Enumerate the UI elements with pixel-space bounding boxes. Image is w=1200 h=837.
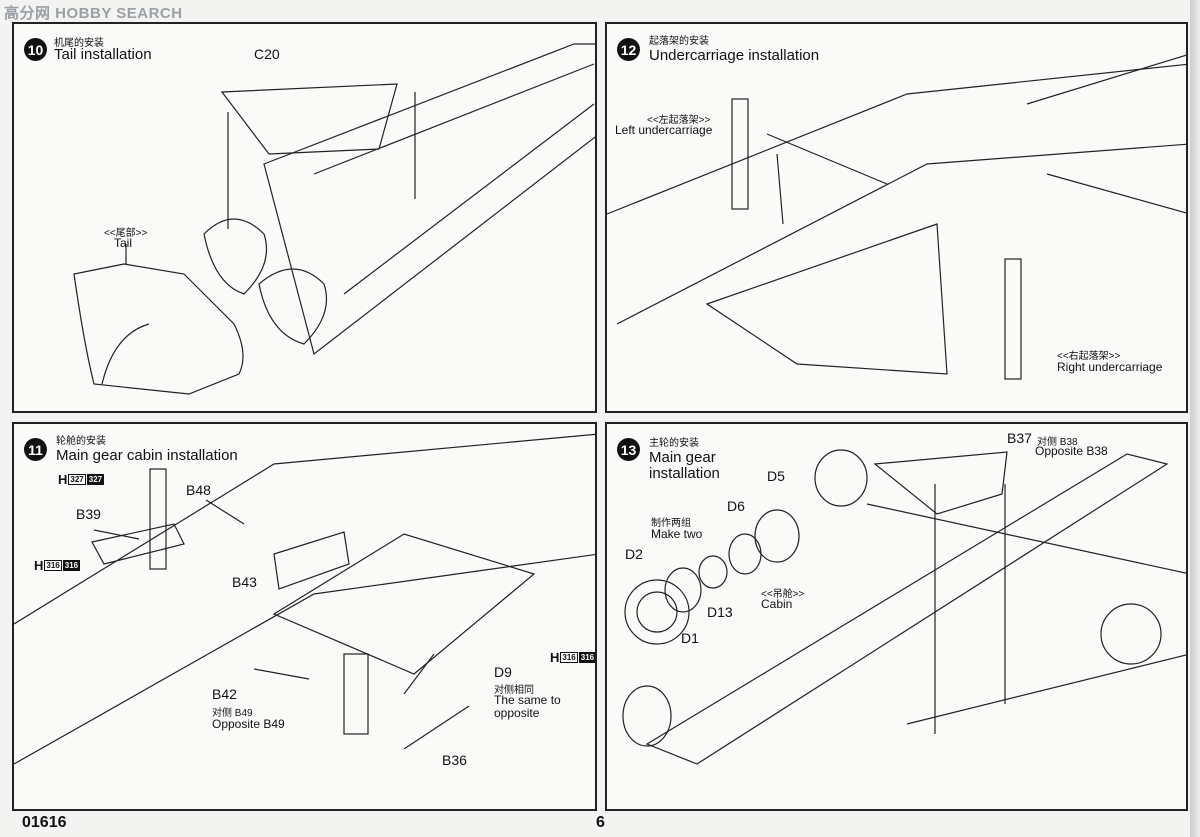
main-gear-cabin-drawing bbox=[14, 433, 595, 765]
b42-note-en: Opposite B49 bbox=[212, 717, 285, 731]
page-edge-shadow bbox=[1190, 0, 1200, 837]
step-title-line1: Main gear bbox=[649, 449, 716, 466]
b42-note-cn: 对侧 B49 bbox=[212, 708, 253, 719]
d9-note-cn: 对侧相同 bbox=[494, 685, 534, 696]
cabin-label-cn: <<吊舱>> bbox=[761, 589, 805, 600]
part-label-d9: D9 bbox=[494, 664, 512, 680]
part-label-d1: D1 bbox=[681, 630, 699, 646]
tail-assembly-drawing bbox=[73, 43, 595, 395]
step-number-badge: 13 bbox=[617, 438, 640, 461]
right-undercarriage-label: Right undercarriage bbox=[1057, 360, 1163, 374]
part-label-b42: B42 bbox=[212, 686, 237, 702]
make-two-note: Make two bbox=[651, 527, 703, 541]
tail-label: Tail bbox=[114, 236, 133, 250]
step-title-line2: installation bbox=[649, 465, 720, 482]
watermark: 高分网 HOBBY SEARCH bbox=[4, 5, 183, 22]
undercarriage-drawing bbox=[607, 54, 1186, 380]
tail-label-cn: <<尾部>> bbox=[104, 228, 148, 239]
step-title-cn: 起落架的安装 bbox=[649, 36, 709, 47]
step-title: Main gear cabin installation bbox=[56, 447, 238, 464]
part-label-c20: C20 bbox=[254, 46, 280, 62]
main-gear-wheels-drawing bbox=[622, 449, 1186, 765]
right-undercarriage-label-cn: <<右起落架>> bbox=[1057, 351, 1121, 362]
product-code: 01616 bbox=[22, 814, 67, 831]
step-10-panel: 10 机尾的安装 Tail installation C20 <<尾部>> Ta… bbox=[12, 22, 597, 413]
step-number-badge: 12 bbox=[617, 38, 640, 61]
d9-note-line1: The same to bbox=[494, 693, 561, 707]
part-label-d6: D6 bbox=[727, 498, 745, 514]
b37-note-en: Opposite B38 bbox=[1035, 444, 1108, 458]
step-title: Undercarriage installation bbox=[649, 47, 820, 64]
part-label-b36: B36 bbox=[442, 752, 467, 768]
step-title-cn: 轮舱的安装 bbox=[56, 436, 106, 447]
part-label-d13: D13 bbox=[707, 604, 733, 620]
make-two-note-cn: 制作两组 bbox=[651, 518, 691, 529]
step-11-panel: 11 轮舱的安装 Main gear cabin installation H … bbox=[12, 422, 597, 811]
part-label-d5: D5 bbox=[767, 468, 785, 484]
step-title: Tail installation bbox=[54, 46, 152, 63]
part-label-d2: D2 bbox=[625, 546, 643, 562]
left-undercarriage-label: Left undercarriage bbox=[615, 123, 713, 137]
step-title-cn: 主轮的安装 bbox=[649, 438, 699, 449]
left-undercarriage-label-cn: <<左起落架>> bbox=[647, 115, 711, 126]
step-number-badge: 11 bbox=[24, 438, 47, 461]
step-number-badge: 10 bbox=[24, 38, 47, 61]
step-title-cn: 机尾的安装 bbox=[54, 38, 104, 49]
page-number: 6 bbox=[596, 814, 605, 831]
part-label-b39: B39 bbox=[76, 506, 101, 522]
part-label-b43: B43 bbox=[232, 574, 257, 590]
part-label-b48: B48 bbox=[186, 482, 211, 498]
cabin-label: Cabin bbox=[761, 597, 793, 611]
step-13-panel: 13 主轮的安装 Main gear installation B37 对侧 B… bbox=[605, 422, 1188, 811]
d9-note-line2: opposite bbox=[494, 706, 540, 720]
step-12-panel: 12 起落架的安装 Undercarriage installation <<左… bbox=[605, 22, 1188, 413]
b37-note-cn: 对侧 B38 bbox=[1037, 437, 1078, 448]
part-label-b37: B37 bbox=[1007, 430, 1032, 446]
